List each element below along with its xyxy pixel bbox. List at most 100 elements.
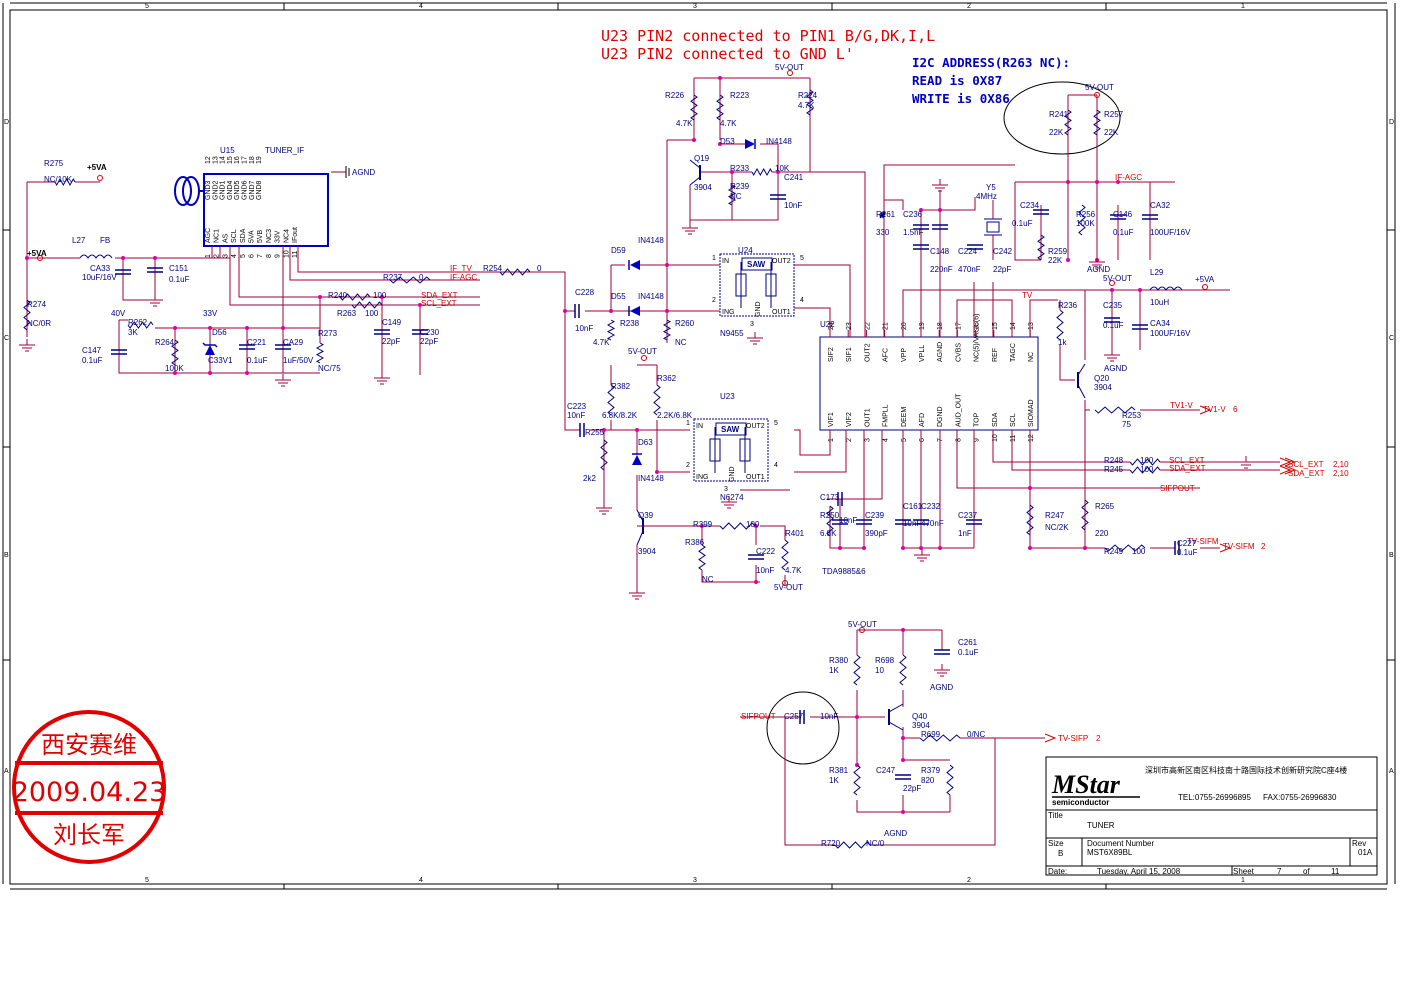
crystal-y5-icon: [984, 200, 1002, 260]
svg-text:14: 14: [1010, 322, 1017, 330]
svg-text:R261: R261: [876, 210, 896, 219]
svg-text:4.7K: 4.7K: [676, 119, 693, 128]
svg-text:AGND: AGND: [1104, 364, 1127, 373]
svg-text:Q20: Q20: [1094, 374, 1110, 383]
svg-text:1: 1: [686, 420, 690, 427]
svg-text:2: 2: [846, 438, 853, 442]
svg-text:TV1-V: TV1-V: [1170, 401, 1193, 410]
svg-text:R264: R264: [155, 338, 175, 347]
component-c237: C237 1nF: [958, 511, 978, 538]
svg-text:1: 1: [1241, 877, 1245, 884]
svg-text:D55: D55: [611, 292, 626, 301]
svg-text:R259: R259: [1048, 247, 1068, 256]
svg-text:Y5: Y5: [986, 183, 996, 192]
svg-text:5: 5: [800, 255, 804, 262]
ground-symbols: [19, 179, 1254, 677]
svg-text:4: 4: [419, 877, 423, 884]
svg-text:3904: 3904: [1094, 383, 1112, 392]
svg-text:R223: R223: [730, 91, 750, 100]
svg-text:2: 2: [967, 877, 971, 884]
svg-text:0.1uF: 0.1uF: [958, 648, 979, 657]
svg-text:D59: D59: [611, 246, 626, 255]
svg-text:100K: 100K: [1076, 219, 1095, 228]
svg-text:13: 13: [212, 156, 219, 164]
svg-text:GND3: GND3: [205, 180, 212, 200]
svg-text:IN4148: IN4148: [766, 137, 792, 146]
svg-text:AGC: AGC: [205, 228, 212, 243]
svg-text:18: 18: [937, 322, 944, 330]
svg-text:SAW: SAW: [721, 425, 740, 434]
svg-text:1nF: 1nF: [958, 529, 972, 538]
svg-text:6.8K: 6.8K: [820, 529, 837, 538]
svg-text:NC1: NC1: [214, 229, 221, 243]
svg-text:4: 4: [419, 3, 423, 10]
svg-text:GND2: GND2: [212, 180, 219, 200]
svg-text:R236: R236: [1058, 301, 1078, 310]
svg-text:A: A: [4, 768, 9, 775]
svg-text:Size: Size: [1048, 839, 1064, 848]
svg-text:10uH: 10uH: [1150, 298, 1169, 307]
svg-text:2: 2: [686, 462, 690, 469]
svg-text:R245: R245: [1104, 465, 1124, 474]
svg-text:R265: R265: [1095, 502, 1115, 511]
svg-text:8: 8: [955, 438, 962, 442]
svg-text:SCL: SCL: [231, 229, 238, 243]
svg-text:C224: C224: [958, 247, 978, 256]
svg-text:L27: L27: [72, 236, 86, 245]
svg-text:330: 330: [876, 228, 890, 237]
svg-text:DEEM: DEEM: [901, 407, 908, 427]
svg-text:Date:: Date:: [1048, 867, 1067, 876]
i2c-write: WRITE is 0X86: [912, 91, 1010, 106]
tuner-u15: U15 TUNER_IF 12GND313GND214GND115GND416G…: [174, 146, 329, 258]
svg-text:GND5: GND5: [234, 180, 241, 200]
svg-text:4.7K: 4.7K: [798, 101, 815, 110]
svg-text:SDA_EXT: SDA_EXT: [1288, 469, 1325, 478]
svg-text:GND6: GND6: [242, 180, 249, 200]
svg-text:4.7K: 4.7K: [593, 338, 610, 347]
svg-text:2k2: 2k2: [583, 474, 596, 483]
svg-text:SCL_EXT: SCL_EXT: [421, 299, 457, 308]
svg-text:15: 15: [992, 322, 999, 330]
svg-text:0: 0: [419, 273, 424, 282]
svg-text:Q40: Q40: [912, 712, 928, 721]
svg-text:3904: 3904: [694, 183, 712, 192]
svg-text:OUT2: OUT2: [864, 343, 871, 362]
svg-text:2.2K/6.8K: 2.2K/6.8K: [657, 411, 693, 420]
svg-text:0: 0: [537, 264, 542, 273]
svg-text:R698: R698: [875, 656, 895, 665]
component-r261: R261 330: [876, 210, 896, 237]
svg-text:100: 100: [746, 520, 760, 529]
svg-text:10nF: 10nF: [575, 324, 593, 333]
svg-text:4.7K: 4.7K: [785, 566, 802, 575]
svg-text:IF_TV: IF_TV: [450, 264, 472, 273]
svg-text:C148: C148: [930, 247, 950, 256]
power-markers: [37, 70, 1208, 633]
component-c239a: 10nF: [839, 516, 857, 525]
svg-text:5V-OUT: 5V-OUT: [628, 347, 657, 356]
d53-diode-icon: [745, 139, 755, 149]
d63-diode-icon: [632, 455, 642, 465]
svg-text:C: C: [4, 335, 9, 342]
svg-text:3: 3: [724, 486, 728, 493]
junction-dots: [25, 76, 1142, 814]
svg-text:CA32: CA32: [1150, 201, 1171, 210]
svg-text:9: 9: [974, 438, 981, 442]
svg-text:1: 1: [1241, 3, 1245, 10]
svg-text:R720: R720: [821, 839, 841, 848]
svg-text:Rev: Rev: [1352, 839, 1366, 848]
svg-text:R699: R699: [921, 730, 941, 739]
svg-text:2: 2: [712, 297, 716, 304]
svg-text:C237: C237: [958, 511, 978, 520]
